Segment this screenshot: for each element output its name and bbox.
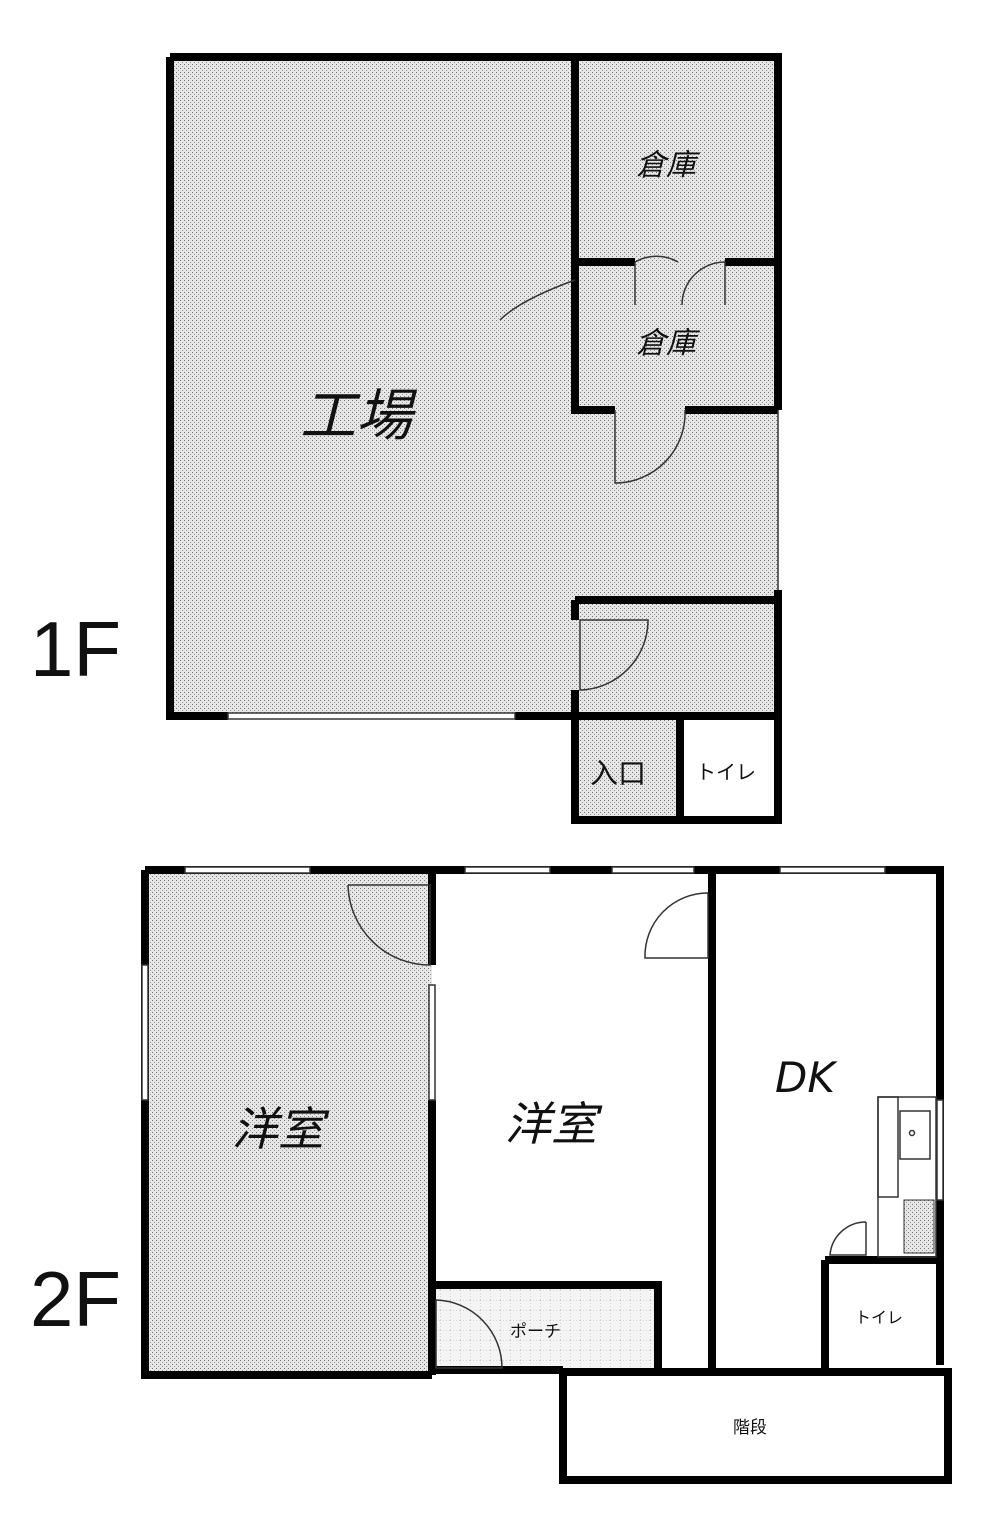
floor-label-1f: 1F xyxy=(30,605,121,693)
inner-walls-2f xyxy=(428,870,940,1375)
porch-area xyxy=(432,1285,658,1370)
room-label-toilet-1f: トイレ xyxy=(696,760,756,784)
room-label-porch: ポーチ xyxy=(510,1322,561,1342)
door-porch[interactable] xyxy=(435,1299,503,1369)
door-western-center[interactable] xyxy=(644,892,709,959)
double-door-storage[interactable] xyxy=(634,255,726,306)
swing-line xyxy=(499,279,576,321)
room-label-stairs: 階段 xyxy=(733,1418,767,1438)
stove-icon xyxy=(903,1199,935,1254)
window-2f-1 xyxy=(184,866,311,874)
room-label-western-left: 洋室 xyxy=(232,1102,330,1156)
outer-walls-2f xyxy=(141,866,952,1484)
stairs-area xyxy=(563,1372,948,1480)
kitchen-counter xyxy=(877,1096,937,1258)
western-room-left-area xyxy=(145,870,432,1375)
room-label-dk: DK xyxy=(775,1053,838,1102)
door-toilet-2f[interactable] xyxy=(829,1221,867,1256)
window-2f-2 xyxy=(464,866,551,874)
window-2f-right xyxy=(936,1099,944,1201)
sink-icon xyxy=(899,1110,931,1160)
inner-walls-1f xyxy=(571,57,778,820)
entrance-area xyxy=(575,716,680,820)
room-label-western-center: 洋室 xyxy=(505,1097,603,1151)
room-label-toilet-2f: トイレ xyxy=(855,1308,903,1327)
floor-label-2f: 2F xyxy=(30,1255,121,1343)
window-1f-bottom xyxy=(227,712,516,720)
second-floor: 洋室 洋室 DK ポーチ トイレ 階段 2F xyxy=(30,866,952,1484)
door-storage-corridor[interactable] xyxy=(614,409,686,484)
toilet-1f-area xyxy=(680,716,780,820)
door-1f-room[interactable] xyxy=(579,619,649,691)
window-2f-4 xyxy=(779,866,886,874)
room-label-storage-upper: 倉庫 xyxy=(636,148,701,183)
room-label-factory: 工場 xyxy=(300,384,418,449)
door-western-left[interactable] xyxy=(347,884,431,966)
window-2f-interior xyxy=(428,984,436,1101)
room-label-storage-lower: 倉庫 xyxy=(636,326,701,361)
window-2f-3 xyxy=(611,866,695,874)
first-floor: 工場 倉庫 倉庫 入口 トイレ 1F xyxy=(30,53,782,824)
window-2f-left xyxy=(141,964,149,1101)
room-label-entrance: 入口 xyxy=(590,757,646,790)
factory-area xyxy=(170,57,778,716)
